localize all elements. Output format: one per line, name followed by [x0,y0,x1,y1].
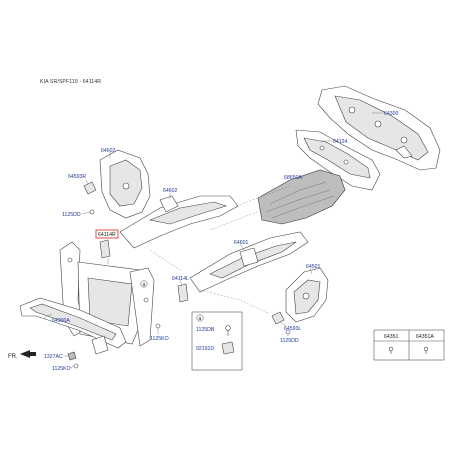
bolt-1125DD-right[interactable] [285,329,291,335]
label-64351A[interactable]: 64351A [416,334,434,340]
apron-64602-upper[interactable] [99,149,151,219]
front-direction-indicator: FR. [8,350,36,360]
callout-a-marker[interactable]: a [140,280,148,288]
label-64593L[interactable]: 64593L [284,326,301,332]
label-64602-a[interactable]: 64602 [101,148,116,154]
bracket-64593L[interactable] [271,311,285,325]
front-arrow-icon [20,350,36,358]
bolt-1125KO-left[interactable] [73,363,79,369]
fastener-table: 64351 64351A [373,329,445,361]
apron-64501[interactable] [285,267,329,323]
label-64300[interactable]: 64300 [384,111,399,117]
clip-1327AC[interactable] [67,351,77,361]
bumper-beam-64900A[interactable] [19,297,127,355]
bolt-1125DD-left[interactable] [89,209,95,215]
label-64602-b[interactable]: 64602 [163,188,178,194]
cowl-panel-64124[interactable] [295,129,381,191]
label-64114L[interactable]: 64114L [172,276,189,282]
label-92191D[interactable]: 92191D [196,346,214,352]
side-member-64601[interactable] [189,231,309,293]
label-64114R[interactable]: 64114R [98,232,116,238]
label-1125DB[interactable]: 1125DB [196,327,215,333]
nut-92191D[interactable] [221,341,235,355]
label-64351[interactable]: 64351 [384,334,399,340]
clip-64351A-icon [423,346,429,354]
label-1125DD-a[interactable]: 1125DD [62,212,81,218]
insulator-68650A[interactable] [257,169,346,225]
detail-box-a: a 1125DB 92191D [191,311,243,371]
detail-box-a-callout: a [199,316,202,322]
label-64601[interactable]: 64601 [234,240,249,246]
bracket-64114R[interactable] [99,239,111,259]
part-64114R-highlight[interactable]: 64114R [95,229,119,239]
label-64593R[interactable]: 64593R [68,174,86,180]
label-68650A[interactable]: 68650A [284,175,302,181]
bolt-1125DB[interactable] [225,325,231,336]
dash-panel-64300[interactable] [317,85,441,171]
callout-a-text: a [143,282,146,288]
label-1125DD-b[interactable]: 1125DD [280,338,299,344]
clip-64351-icon [388,346,394,354]
fr-label: FR. [8,354,18,360]
diagram-title: KIA SR/SPF119 - 64114R [40,79,102,85]
bolt-1125KO-mid[interactable] [155,323,161,329]
bracket-64114L[interactable] [177,283,189,303]
label-64900A[interactable]: 64900A [52,318,70,324]
label-64501[interactable]: 64501 [306,264,321,270]
bracket-64593R[interactable] [83,181,97,195]
side-member-64602[interactable] [119,195,239,249]
label-1125KO-a[interactable]: 1125KO [150,336,169,342]
label-1125KO-b[interactable]: 1125KO [52,366,71,372]
label-1327AC[interactable]: 1327AC [44,354,63,360]
label-64124[interactable]: 64124 [333,139,348,145]
